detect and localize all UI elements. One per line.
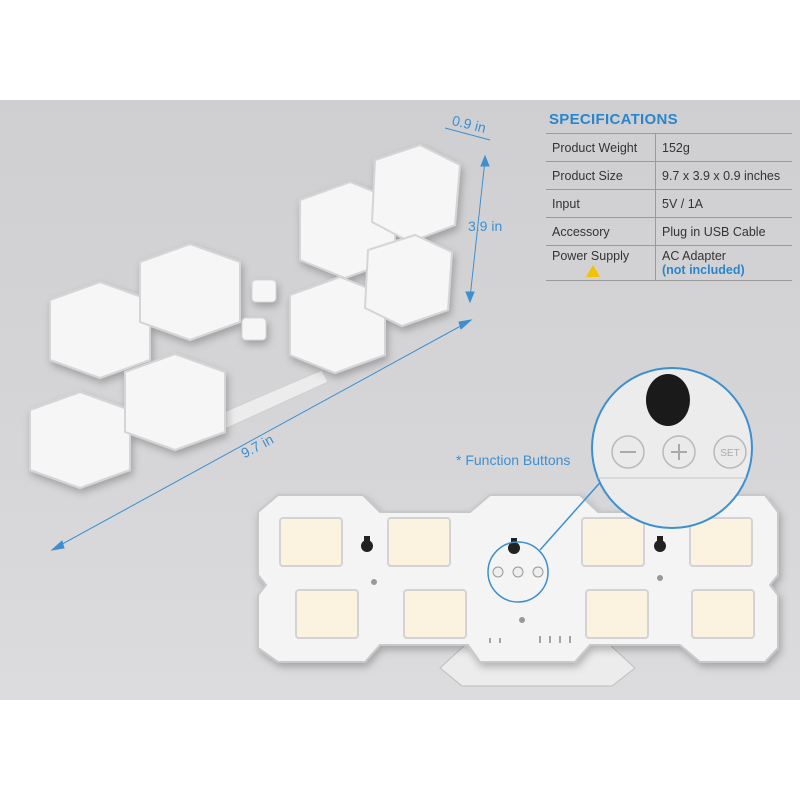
digit-3 — [289, 180, 396, 375]
not-included-note: (not included) — [662, 263, 745, 277]
spec-label: Product Weight — [546, 133, 656, 162]
clock-front — [29, 143, 462, 490]
spec-row: Product Weight 152g — [546, 133, 792, 162]
spec-label: Power Supply — [552, 249, 630, 263]
spec-row: Power Supply AC Adapter (not included) — [546, 245, 792, 281]
function-buttons-label: * Function Buttons — [456, 452, 571, 468]
warning-icon — [586, 265, 600, 277]
spec-value: 152g — [655, 133, 792, 162]
spec-label: Input — [546, 189, 656, 218]
spec-label: Product Size — [546, 161, 656, 190]
set-button-label: SET — [720, 448, 739, 459]
spec-label: Accessory — [546, 217, 656, 246]
spec-value-cell: AC Adapter (not included) — [655, 245, 792, 281]
digit-2 — [124, 242, 241, 452]
specifications-title: SPECIFICATIONS — [549, 111, 678, 128]
spec-value: 9.7 x 3.9 x 0.9 inches — [655, 161, 792, 190]
spec-label-cell: Power Supply — [546, 245, 656, 281]
spec-row: Input 5V / 1A — [546, 189, 792, 218]
digit-1 — [29, 280, 151, 490]
spec-value: AC Adapter — [662, 249, 726, 263]
digit-4 — [363, 143, 462, 328]
function-buttons-callout: SET — [487, 367, 753, 603]
spec-value: Plug in USB Cable — [655, 217, 792, 246]
mounting-holes — [361, 536, 666, 554]
spec-row: Accessory Plug in USB Cable — [546, 217, 792, 246]
spec-row: Product Size 9.7 x 3.9 x 0.9 inches — [546, 161, 792, 190]
specifications-table: Product Weight 152g Product Size 9.7 x 3… — [546, 133, 792, 281]
height-label: 3.9 in — [468, 218, 503, 234]
colon — [241, 279, 277, 341]
spec-value: 5V / 1A — [655, 189, 792, 218]
clock-back — [257, 494, 779, 663]
dimension-lines — [50, 127, 491, 551]
